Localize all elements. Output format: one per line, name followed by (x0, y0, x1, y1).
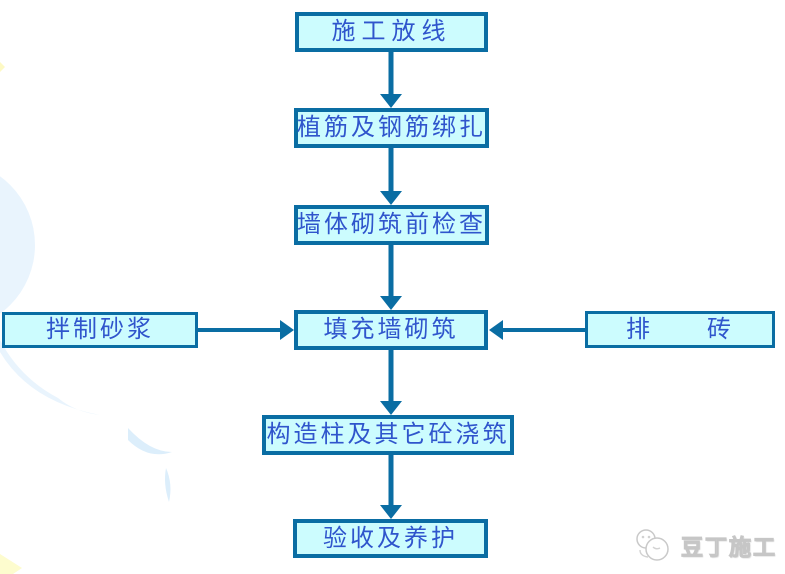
balloon-decoration (0, 176, 35, 314)
arrow-check-to-infill (380, 245, 402, 310)
arrow-rebar-to-check (380, 148, 402, 205)
flow-node-label: 施工放线 (331, 19, 452, 45)
flow-node-infill-masonry: 填充墙砌筑 (294, 310, 488, 350)
arrow-mortar-to-infill (198, 320, 294, 340)
flow-node-label: 构造柱及其它砼浇筑 (266, 422, 510, 448)
arrow-brick-to-infill (489, 320, 585, 340)
flow-node-mortar-mixing: 拌制砂浆 (2, 312, 198, 348)
swoosh-decoration-2 (128, 428, 172, 455)
flow-node-label: 排 砖 (626, 316, 734, 343)
flow-node-label: 拌制砂浆 (46, 317, 154, 343)
flow-node-column-pouring: 构造柱及其它砼浇筑 (262, 415, 514, 455)
arrow-infill-to-column (380, 350, 402, 415)
flow-node-rebar-binding: 植筋及钢筋绑扎 (294, 108, 489, 148)
swoosh-decoration-3 (165, 468, 171, 502)
flow-node-pre-masonry-check: 墙体砌筑前检查 (294, 205, 489, 245)
flow-node-step-layout: 施工放线 (295, 12, 488, 52)
flow-node-acceptance-curing: 验收及养护 (293, 519, 488, 558)
arrow-column-to-acceptance (380, 455, 402, 519)
flow-node-label: 墙体砌筑前检查 (297, 212, 486, 238)
flow-node-label: 填充墙砌筑 (323, 317, 459, 343)
watermark-text: 豆丁施工 (680, 535, 777, 561)
docin-bubbles-icon (636, 529, 669, 561)
swoosh-decoration-1 (0, 340, 100, 415)
flow-node-label: 植筋及钢筋绑扎 (297, 115, 486, 141)
flow-node-label: 验收及养护 (323, 525, 458, 552)
arrow-layout-to-rebar (380, 52, 402, 108)
yellow-edge-speck (0, 62, 5, 72)
watermark: 豆丁施工 (631, 528, 777, 564)
yellow-corner-decoration (0, 554, 22, 574)
flow-node-brick-arrangement: 排 砖 (585, 311, 775, 348)
